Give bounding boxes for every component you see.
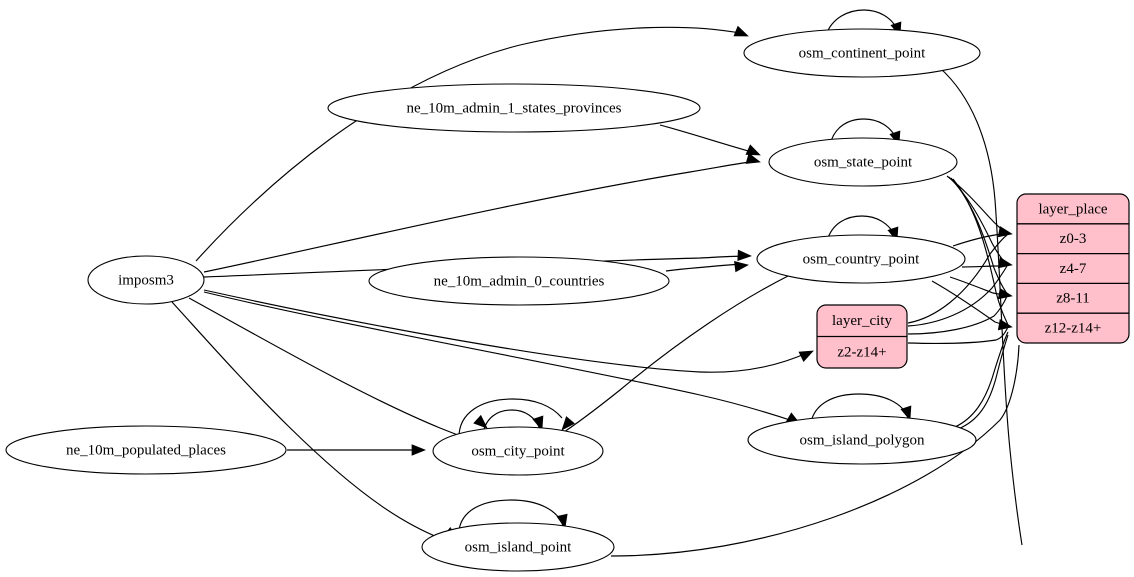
node-layer_place[interactable]: layer_place z0-3 z4-7 z8-11 z12-z14+ [1016,193,1130,344]
nodes-layer: imposm3 ne_10m_admin_1_states_provincesne… [5,28,1130,572]
edge-osm_island_polygon-to-layer_place [957,334,1009,430]
node-shape-osm_island_point [421,522,615,572]
node-body-layer_place [1016,193,1130,344]
edges-layer [171,26,1023,557]
edge-imposm3-to-osm_continent_point [195,26,741,262]
node-layer_city[interactable]: layer_city z2-z14+ [816,304,908,369]
node-ne_countries[interactable]: ne_10m_admin_0_countries [368,256,670,306]
node-label-osm_island_point: osm_island_point [465,539,573,555]
node-shape-ne_states [327,83,701,133]
arrow-head-layer_place-z4-7 [997,257,1013,269]
edge-imposm3-to-osm_island_polygon [203,291,797,423]
node-label-ne_states: ne_10m_admin_1_states_provinces [407,100,622,116]
self-loop-osm_state_point [829,118,898,146]
node-row-label-layer_place-1: z0-3 [1060,231,1087,247]
arrow-head-osm_island_point-loop [556,513,568,529]
arrow-head-osm_country_point-in-1 [737,249,752,262]
node-label-osm_city_point: osm_city_point [471,443,565,459]
edge-osm_island_polygon-to-layer_place [954,331,1009,428]
self-loop-osm_continent_point [825,9,899,36]
edge-osm_continent_point-to-layer_place [939,67,1023,546]
edge-imposm3-to-osm_state_point [203,160,758,273]
self-loop-osm_island_polygon [810,393,909,423]
arrow-head-osm_city_point-in-3 [411,444,426,456]
node-row-label-layer_place-4: z12-z14+ [1045,321,1102,337]
node-row-label-layer_place-3: z8-11 [1056,291,1090,307]
self-loops-layer [458,9,909,531]
edge-imposm3-to-osm_island_point [171,301,454,544]
node-shape-osm_state_point [768,137,958,187]
self-loop-osm_island_point [458,499,564,531]
edge-layer_city-to-layer_place [907,295,1008,335]
node-shape-osm_island_polygon [747,415,977,465]
arrow-head-layer_city-in [798,350,814,362]
edge-osm_island_point-to-layer_place [610,344,1020,557]
node-label-ne_populated: ne_10m_populated_places [66,442,226,458]
node-label-ne_countries: ne_10m_admin_0_countries [434,273,605,289]
arrow-head-layer_place-z0-3 [997,226,1013,238]
edge-ne_states-to-osm_state_point [659,124,753,153]
node-shape-ne_populated [5,425,287,475]
edge-ne_countries-to-osm_country_point [665,263,743,272]
node-shape-ne_countries [368,256,670,306]
node-label-osm_island_polygon: osm_island_polygon [799,432,925,448]
node-shape-osm_city_point [432,426,604,476]
arrow-head-osm_state_point-in-2 [745,144,761,156]
edge-layer_city-to-layer_place [907,265,1008,327]
self-loop-osm_city_point [458,398,563,438]
node-shape-osm_continent_point [743,28,981,78]
node-osm_island_polygon[interactable]: osm_island_polygon [747,415,977,465]
node-osm_state_point[interactable]: osm_state_point [768,137,958,187]
node-ne_states[interactable]: ne_10m_admin_1_states_provinces [327,83,701,133]
node-label-osm_continent_point: osm_continent_point [799,45,926,61]
node-imposm3[interactable]: imposm3 [87,255,205,305]
self-loop-osm_country_point [826,215,896,242]
arrow-head-layer_place-z12 [997,319,1013,331]
node-osm_continent_point[interactable]: osm_continent_point [743,28,981,78]
node-osm_island_point[interactable]: osm_island_point [421,522,615,572]
arrow-head-osm_state_point-in-1 [745,152,761,164]
node-osm_city_point[interactable]: osm_city_point [432,426,604,476]
node-label-osm_country_point: osm_country_point [803,251,920,267]
edge-osm_state_point-to-layer_place [952,178,1009,326]
node-label-osm_state_point: osm_state_point [814,154,913,170]
node-row-label-layer_place-0: layer_place [1038,201,1107,217]
node-row-label-layer_city-0: layer_city [832,313,892,329]
edge-imposm3-to-osm_city_point [188,297,481,444]
arrow-head-osm_continent_point-in [733,25,749,37]
arrow-head-osm_country_point-in-2 [734,260,749,273]
arrow-head-osm_city_point-in-2 [561,416,575,431]
node-ne_populated[interactable]: ne_10m_populated_places [5,425,287,475]
node-shape-imposm3 [87,255,205,305]
node-shape-osm_country_point [756,234,966,284]
node-label-imposm3: imposm3 [118,272,174,288]
arrow-head-layer_place-z8-11 [997,288,1013,300]
arrow-head-osm_island_polygon-loop [900,405,912,421]
edge-layer_city-to-layer_place [907,326,1009,344]
arrow-head-osm_city_point-loop [532,415,544,431]
node-row-label-layer_place-2: z4-7 [1060,261,1087,277]
arrow-head-osm_city_point-in-1 [473,414,488,429]
node-osm_country_point[interactable]: osm_country_point [756,234,966,284]
edge-imposm3-to-layer_city [203,289,810,373]
edge-osm_country_point-to-osm_city_point [557,274,791,437]
node-row-label-layer_city-1: z2-z14+ [837,345,886,361]
edge-layer_city-to-layer_place [907,234,1008,324]
